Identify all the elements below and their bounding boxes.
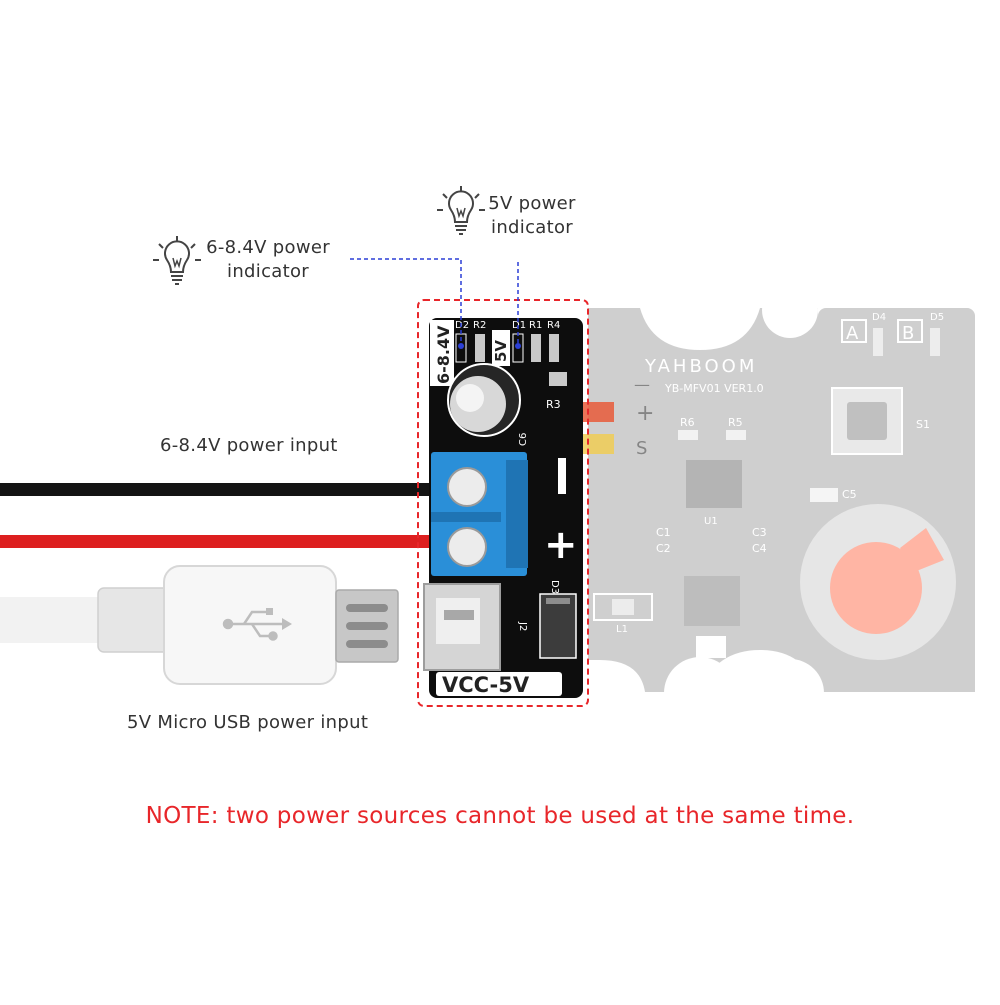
pin-s: S [636, 438, 647, 459]
annotation-6-8v-line2: indicator [227, 261, 309, 282]
label-r6: R6 [680, 416, 695, 429]
annotation-5v-indicator: 5V power indicator [482, 192, 582, 240]
label-5v: 5V [492, 340, 510, 362]
label-r1: R1 [529, 320, 542, 331]
label-r5: R5 [728, 416, 743, 429]
lightbulb-icon [437, 186, 485, 235]
annotation-6-8v-indicator: 6-8.4V power indicator [200, 236, 336, 284]
label-d3: D3 [549, 580, 560, 594]
label-c5: C5 [842, 488, 857, 501]
leader-line-6-8v [350, 258, 462, 346]
usb-symbol-icon [222, 608, 292, 641]
highlight-box [417, 299, 589, 707]
label-c1: C1 [656, 526, 671, 539]
led-yellow [580, 434, 614, 454]
lightbulb-icon [153, 236, 201, 285]
annotation-5v-line2: indicator [491, 217, 573, 238]
label-u2: U2 [702, 664, 716, 675]
label-vcc: VCC-5V [442, 673, 530, 697]
indicator-led-5v [515, 343, 521, 349]
label-r4: R4 [547, 320, 560, 331]
label-c6: C6 [518, 433, 529, 446]
annotation-power-input-6-8v: 6-8.4V power input [160, 435, 338, 456]
label-6-8v: 6-8.4V [434, 325, 453, 384]
usb-cable [0, 565, 399, 685]
label-u1: U1 [704, 516, 718, 527]
label-s1: S1 [916, 418, 930, 431]
label-a: A [846, 323, 859, 344]
power-module-board: 6-8.4V 5V D2 R2 D1 R1 R4 C6 R3 + [423, 318, 583, 698]
annotation-6-8v-line1: 6-8.4V power [206, 237, 330, 258]
power-wires [0, 483, 460, 548]
label-c4: C4 [752, 542, 767, 555]
pin-plus: + [636, 401, 654, 426]
label-j2: J2 [517, 621, 528, 631]
model-text: YB-MFV01 VER1.0 [664, 382, 764, 395]
faded-main-board: YAHBOOM YB-MFV01 VER1.0 A B D4 D5 S1 R6 … [588, 274, 975, 729]
warning-note: NOTE: two power sources cannot be used a… [145, 803, 855, 829]
annotation-power-input-usb: 5V Micro USB power input [127, 712, 369, 733]
label-c3: C3 [752, 526, 767, 539]
label-l1: L1 [616, 624, 628, 635]
plus-mark: + [544, 522, 578, 568]
label-c2: C2 [656, 542, 671, 555]
led-orange [580, 402, 614, 422]
label-d5: D5 [930, 312, 944, 323]
label-b: B [902, 323, 914, 344]
label-d1: D1 [512, 320, 526, 331]
pin-minus: — [634, 375, 650, 394]
label-d2: D2 [455, 320, 469, 331]
label-r2: R2 [473, 320, 486, 331]
label-d4: D4 [872, 312, 886, 323]
brand-text: YAHBOOM [644, 356, 757, 377]
annotation-5v-line1: 5V power [488, 193, 576, 214]
label-r3: R3 [546, 398, 561, 411]
minus-mark [558, 458, 566, 494]
